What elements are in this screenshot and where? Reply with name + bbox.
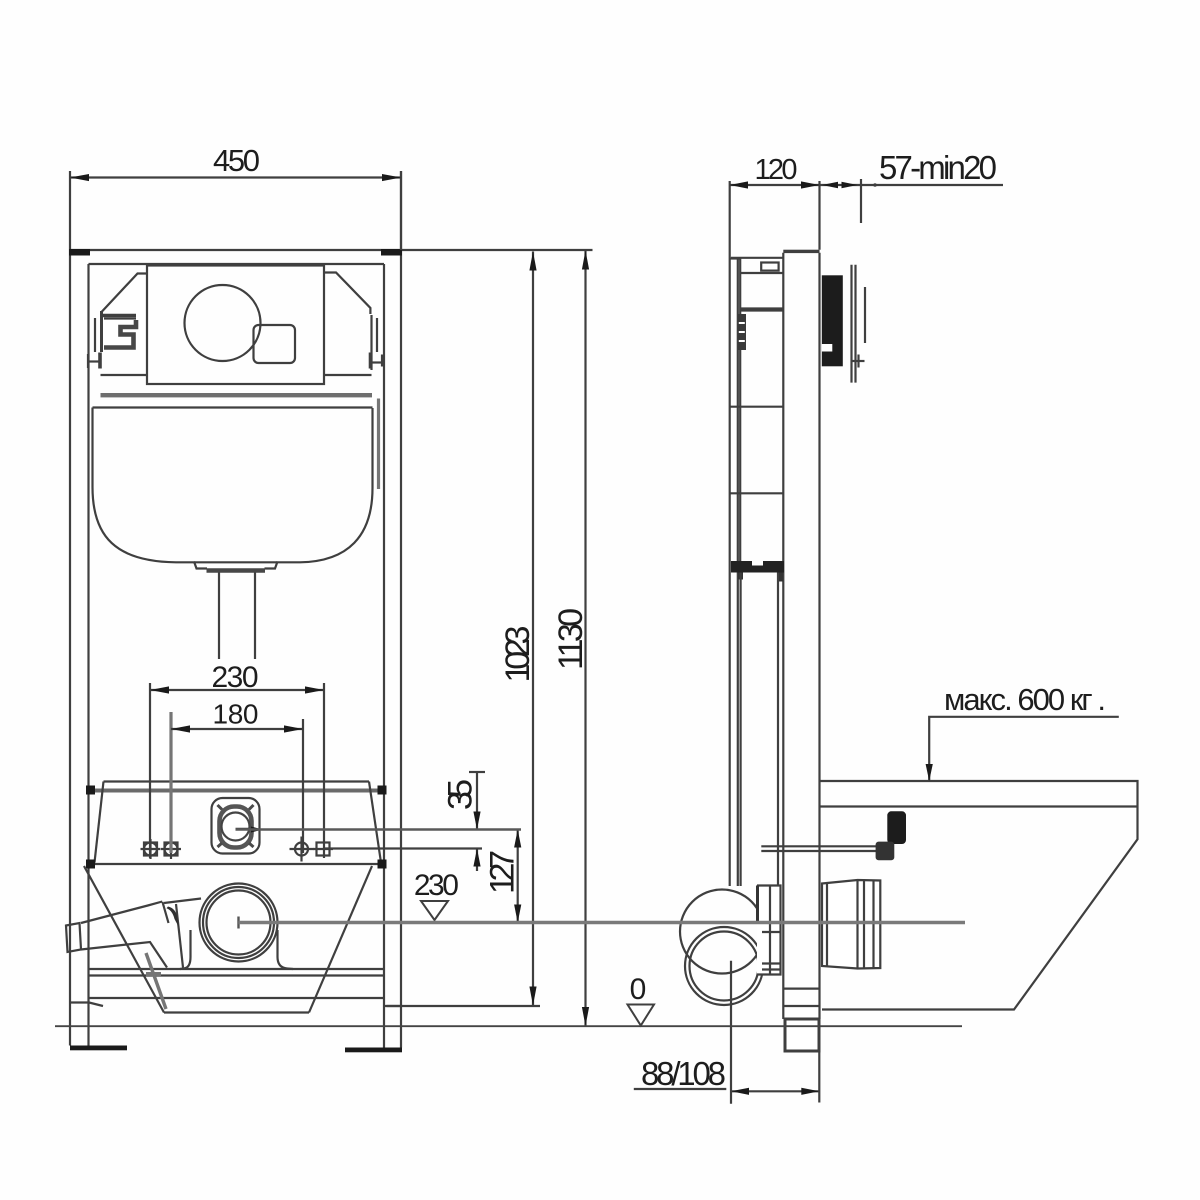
svg-text:35: 35 — [442, 779, 480, 810]
svg-text:88/108: 88/108 — [641, 1055, 726, 1092]
svg-text:180: 180 — [213, 699, 259, 730]
svg-text:230: 230 — [414, 869, 459, 902]
svg-text:450: 450 — [213, 143, 260, 178]
svg-text:1130: 1130 — [552, 608, 590, 670]
svg-text:макс. 600 кг .: макс. 600 кг . — [944, 682, 1106, 717]
svg-text:120: 120 — [755, 154, 798, 186]
svg-text:1023: 1023 — [499, 626, 537, 683]
svg-text:127: 127 — [484, 850, 522, 894]
svg-text:230: 230 — [212, 661, 259, 694]
svg-text:57-min20: 57-min20 — [879, 149, 997, 186]
svg-text:0: 0 — [630, 973, 647, 1006]
